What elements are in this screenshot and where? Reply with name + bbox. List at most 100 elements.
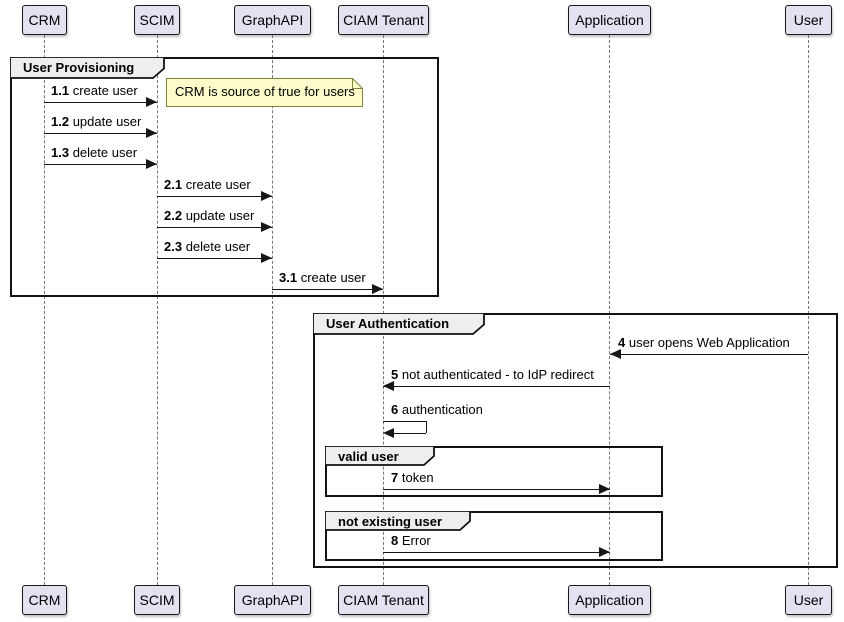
message-text: delete user	[72, 145, 138, 160]
frame-tab-shape	[313, 313, 485, 335]
frame-valid-user: valid user	[325, 446, 663, 497]
participant-application-top: Application	[568, 5, 651, 35]
participant-label: GraphAPI	[241, 592, 304, 608]
message-line	[383, 552, 610, 553]
frame-title: not existing user	[338, 514, 443, 529]
arrowhead-left-icon	[383, 428, 394, 438]
note-text: CRM is source of true for users	[175, 84, 355, 99]
participant-graphapi-bottom: GraphAPI	[234, 585, 311, 615]
lifeline-scim	[157, 35, 158, 585]
message-1-3: 1.3 delete user	[51, 145, 137, 160]
message-line	[157, 258, 272, 259]
participant-label: CIAM Tenant	[343, 592, 424, 608]
message-number: 6	[391, 402, 399, 417]
message-3-1: 3.1 create user	[279, 270, 366, 285]
lifeline-crm	[44, 35, 45, 585]
frame-tab-shape	[325, 511, 471, 531]
message-number: 7	[391, 470, 399, 485]
message-line	[157, 196, 272, 197]
participant-scim-top: SCIM	[134, 5, 180, 35]
message-8: 8 Error	[391, 533, 431, 548]
message-number: 2.1	[164, 177, 183, 192]
message-number: 2.3	[164, 239, 183, 254]
lifeline-graphapi	[272, 35, 273, 585]
frame-title-tab: User Provisioning	[10, 57, 165, 79]
frame-tab-shape	[10, 57, 165, 79]
message-text: update user	[72, 114, 142, 129]
self-message-line-top	[383, 421, 426, 422]
participant-crm-bottom: CRM	[22, 585, 67, 615]
frame-user-authentication: User Authentication	[313, 313, 838, 568]
message-5: 5 not authenticated - to IdP redirect	[391, 367, 594, 382]
message-1-2: 1.2 update user	[51, 114, 141, 129]
note-shape	[166, 78, 363, 107]
message-line	[272, 289, 383, 290]
frame-title-tab: User Authentication	[313, 313, 485, 335]
participant-label: User	[793, 12, 824, 28]
message-number: 1.1	[51, 83, 70, 98]
participant-label: CIAM Tenant	[343, 12, 424, 28]
message-2-3: 2.3 delete user	[164, 239, 250, 254]
frame-title-tab: valid user	[325, 446, 435, 466]
lifeline-application	[609, 35, 610, 585]
message-number: 5	[391, 367, 399, 382]
arrowhead-right-icon	[146, 97, 157, 107]
participant-label: GraphAPI	[241, 12, 304, 28]
participant-user-bottom: User	[785, 585, 832, 615]
lifeline-ciam-tenant	[383, 35, 384, 585]
message-number: 4	[618, 335, 626, 350]
arrowhead-right-icon	[146, 159, 157, 169]
participant-ciam-tenant-top: CIAM Tenant	[338, 5, 429, 35]
self-message-line-bottom	[394, 433, 426, 434]
message-line	[383, 386, 610, 387]
participant-label: Application	[575, 12, 644, 28]
message-number: 1.2	[51, 114, 70, 129]
participant-graphapi-top: GraphAPI	[234, 5, 311, 35]
lifeline-user	[808, 35, 809, 585]
arrowhead-right-icon	[261, 191, 272, 201]
self-message-line-right	[426, 421, 427, 433]
frame-not-existing-user: not existing user	[325, 511, 663, 561]
message-7: 7 token	[391, 470, 434, 485]
arrowhead-left-icon	[610, 349, 621, 359]
participant-label: Application	[575, 592, 644, 608]
message-6: 6 authentication	[391, 402, 483, 417]
frame-title: User Authentication	[326, 316, 450, 331]
participant-crm-top: CRM	[22, 5, 67, 35]
arrowhead-right-icon	[372, 284, 383, 294]
participant-label: CRM	[28, 12, 61, 28]
message-number: 3.1	[279, 270, 298, 285]
arrowhead-right-icon	[146, 128, 157, 138]
message-line	[44, 164, 157, 165]
frame-title: User Provisioning	[23, 60, 135, 75]
participant-ciam-tenant-bottom: CIAM Tenant	[338, 585, 429, 615]
message-text: authentication	[401, 402, 483, 417]
message-text: delete user	[185, 239, 251, 254]
participant-label: SCIM	[139, 592, 175, 608]
message-2-2: 2.2 update user	[164, 208, 254, 223]
message-1-1: 1.1 create user	[51, 83, 138, 98]
message-text: create user	[300, 270, 366, 285]
message-number: 1.3	[51, 145, 70, 160]
frame-user-provisioning: User Provisioning	[10, 57, 439, 297]
message-number: 8	[391, 533, 399, 548]
message-4: 4 user opens Web Application	[618, 335, 790, 350]
message-text: Error	[401, 533, 431, 548]
message-line	[383, 489, 610, 490]
message-text: not authenticated - to IdP redirect	[401, 367, 594, 382]
message-2-1: 2.1 create user	[164, 177, 251, 192]
message-line	[44, 102, 157, 103]
note: CRM is source of true for users	[166, 78, 363, 107]
message-text: user opens Web Application	[628, 335, 790, 350]
arrowhead-right-icon	[599, 547, 610, 557]
participant-label: SCIM	[139, 12, 175, 28]
participant-application-bottom: Application	[568, 585, 651, 615]
frame-title-tab: not existing user	[325, 511, 471, 531]
message-text: create user	[72, 83, 138, 98]
message-line	[157, 227, 272, 228]
participant-label: User	[793, 592, 824, 608]
message-number: 2.2	[164, 208, 183, 223]
arrowhead-right-icon	[599, 484, 610, 494]
participant-scim-bottom: SCIM	[134, 585, 180, 615]
